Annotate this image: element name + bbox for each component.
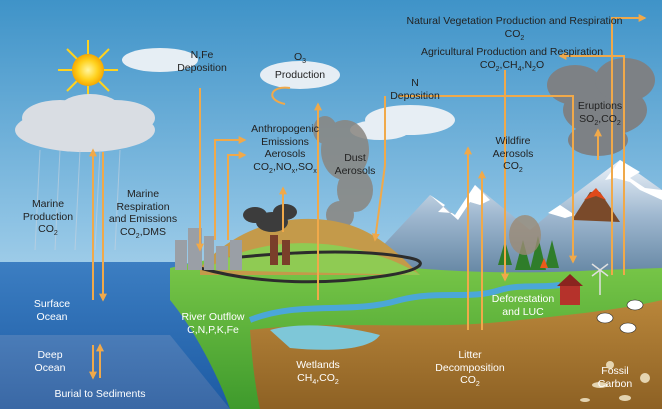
anthropogenic-line1: Anthropogenic xyxy=(251,123,319,135)
factory-icon xyxy=(243,204,297,265)
marine-respiration-line3: and Emissions xyxy=(108,213,178,225)
fossil-line1: Fossil xyxy=(601,365,629,377)
deep-ocean xyxy=(0,335,230,409)
marine-production-label: Marine Production CO2 xyxy=(18,198,78,241)
burial-label: Burial to Sediments xyxy=(40,388,160,401)
rain-cloud xyxy=(15,94,155,251)
marine-production-line3: CO2 xyxy=(38,223,58,238)
wetlands-line2: CH4,CO2 xyxy=(297,371,339,386)
soil xyxy=(250,300,662,409)
nfe-deposition-line2: Deposition xyxy=(177,61,227,74)
dust-plume xyxy=(313,116,373,229)
natural-vegetation-title: Natural Vegetation Production and Respir… xyxy=(406,15,623,27)
surface-ocean-line2: Ocean xyxy=(36,310,68,323)
litter-line3: CO2 xyxy=(460,374,480,389)
fossil-line2: Carbon xyxy=(597,377,633,390)
agricultural-label: Agricultural Production and Respiration … xyxy=(412,46,612,76)
agricultural-gases: CO2,CH4,N2O xyxy=(479,58,545,73)
anthropogenic-line4: CO2,NOx,SOx xyxy=(253,160,317,175)
deep-ocean-line2: Ocean xyxy=(34,361,66,374)
deep-ocean-label: Deep Ocean xyxy=(20,349,80,374)
anthropogenic-line2: Emissions xyxy=(261,135,309,148)
cows-icon xyxy=(596,299,644,334)
burial-line1: Burial to Sediments xyxy=(54,388,146,400)
fossil-label: Fossil Carbon xyxy=(585,365,645,390)
surface-ocean-label: Surface Ocean xyxy=(22,298,82,323)
anthropogenic-line3: Aerosols xyxy=(264,148,306,160)
anthropogenic-label: Anthropogenic Emissions Aerosols CO2,NOx… xyxy=(240,123,330,178)
o3-production-label: O3 Production xyxy=(270,51,330,81)
flux-arrows xyxy=(89,14,647,380)
wetlands xyxy=(270,325,380,350)
wildfire xyxy=(509,215,548,268)
marine-production-line2: Production xyxy=(22,210,74,223)
deep-ocean-line1: Deep xyxy=(37,349,63,361)
o3-production-line1: O3 xyxy=(293,51,307,66)
city xyxy=(175,228,242,270)
litter-label: Litter Decomposition CO2 xyxy=(430,349,510,392)
n-deposition-line2: Deposition xyxy=(390,89,440,102)
n-deposition-line1: N xyxy=(411,77,419,89)
mountains xyxy=(360,160,662,285)
natural-vegetation-gases: CO2 xyxy=(504,27,525,42)
road xyxy=(199,250,422,284)
nfe-deposition-label: N,Fe Deposition xyxy=(172,49,232,74)
wildfire-line1: Wildfire xyxy=(495,135,531,147)
natural-vegetation-label: Natural Vegetation Production and Respir… xyxy=(392,15,637,45)
wildfire-line3: CO2 xyxy=(503,160,523,175)
wildfire-line2: Aerosols xyxy=(492,147,534,160)
n-deposition-label: N Deposition xyxy=(385,77,445,102)
wildfire-label: Wildfire Aerosols CO2 xyxy=(483,135,543,178)
litter-line1: Litter xyxy=(458,349,482,361)
marine-respiration-line1: Marine xyxy=(126,188,160,200)
deforestation-label: Deforestation and LUC xyxy=(483,293,563,318)
dust-line2: Aerosols xyxy=(334,164,376,177)
eruptions-line1: Eruptions xyxy=(577,100,623,112)
eruptions-line2: SO2,CO2 xyxy=(579,112,621,127)
deforestation-line2: and LUC xyxy=(502,305,544,318)
wetlands-line1: Wetlands xyxy=(296,359,340,371)
river xyxy=(248,282,561,323)
wetlands-label: Wetlands CH4,CO2 xyxy=(283,359,353,389)
marine-respiration-line4: CO2,DMS xyxy=(120,225,166,240)
surface-ocean-line1: Surface xyxy=(33,298,71,310)
sun-icon xyxy=(58,40,118,100)
river-outflow-label: River Outflow C,N,P,K,Fe xyxy=(168,311,258,336)
windmill-icon xyxy=(591,263,609,295)
dust-line1: Dust xyxy=(344,152,366,164)
nfe-deposition-line1: N,Fe xyxy=(190,49,214,61)
litter-line2: Decomposition xyxy=(435,361,505,374)
marine-respiration-label: Marine Respiration and Emissions CO2,DMS xyxy=(103,188,183,243)
fossil-carbon xyxy=(580,361,650,402)
deforestation-line1: Deforestation xyxy=(491,293,555,305)
eruptions-label: Eruptions SO2,CO2 xyxy=(565,100,635,130)
barn-icon xyxy=(557,274,583,305)
river-outflow-line2: C,N,P,K,Fe xyxy=(187,323,239,336)
volcano-icon xyxy=(572,188,620,222)
agricultural-title: Agricultural Production and Respiration xyxy=(420,46,604,58)
o3-production-line2: Production xyxy=(274,68,326,81)
river-outflow-line1: River Outflow xyxy=(181,311,245,323)
marine-respiration-line2: Respiration xyxy=(116,200,170,213)
marine-production-line1: Marine xyxy=(31,198,65,210)
dust-label: Dust Aerosols xyxy=(325,152,385,177)
